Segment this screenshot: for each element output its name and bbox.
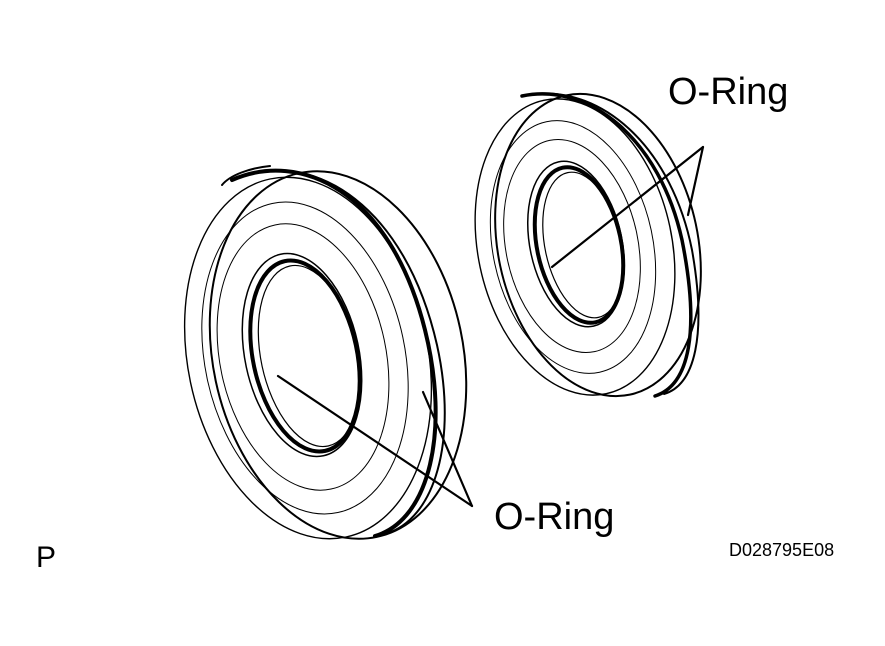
figure-code: D028795E08 bbox=[729, 540, 835, 560]
corner-mark: P bbox=[36, 541, 57, 574]
left-seal bbox=[183, 165, 468, 540]
right-seal bbox=[474, 92, 702, 398]
leader-lines-top bbox=[550, 145, 705, 269]
oring-callout-bottom: O-Ring bbox=[494, 496, 615, 538]
oring-callout-top: O-Ring bbox=[668, 71, 789, 113]
leader-lines-bottom bbox=[276, 374, 474, 508]
